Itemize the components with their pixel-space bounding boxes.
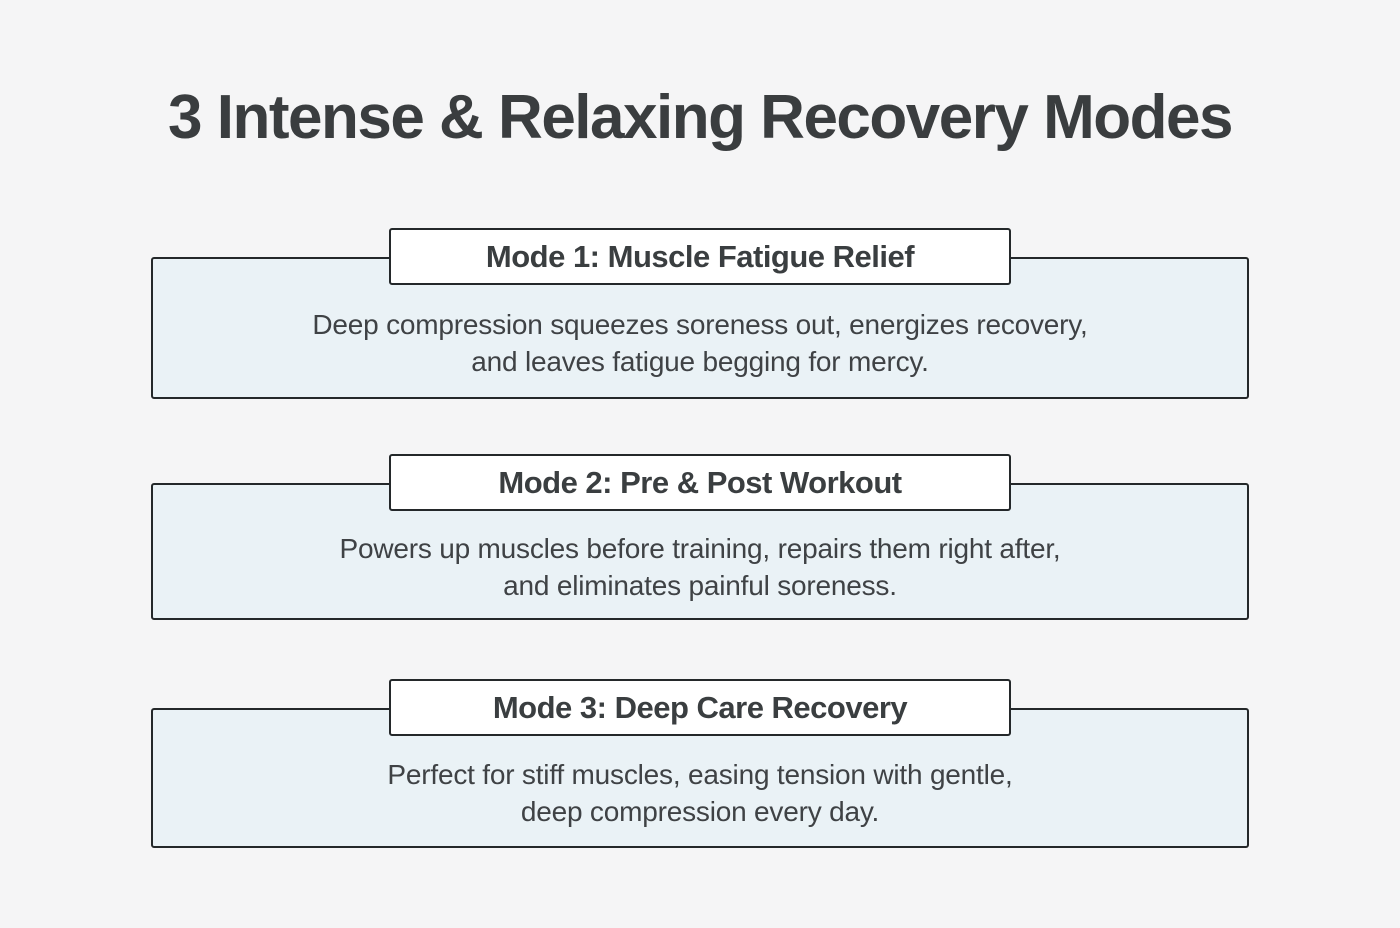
mode-2-card: Mode 2: Pre & Post Workout Powers up mus… — [151, 454, 1249, 620]
mode-3-card: Mode 3: Deep Care Recovery Perfect for s… — [151, 679, 1249, 848]
mode-1-description-line-1: Deep compression squeezes soreness out, … — [312, 309, 1088, 340]
mode-2-description-line-2: and eliminates painful soreness. — [503, 569, 897, 601]
mode-2-header: Mode 2: Pre & Post Workout — [389, 454, 1011, 511]
mode-2-description: Powers up muscles before training, repai… — [339, 530, 1060, 604]
mode-2-description-line-1: Powers up muscles before training, repai… — [339, 532, 1061, 564]
mode-1-description-line-2: and leaves fatigue begging for mercy. — [471, 346, 929, 377]
mode-3-description: Perfect for stiff muscles, easing tensio… — [387, 756, 1012, 830]
mode-1-description: Deep compression squeezes soreness out, … — [312, 306, 1087, 380]
mode-3-header: Mode 3: Deep Care Recovery — [389, 679, 1011, 736]
mode-3-description-line-2: deep compression every day. — [520, 796, 880, 827]
mode-3-description-line-1: Perfect for stiff muscles, easing tensio… — [387, 759, 1013, 790]
mode-1-header: Mode 1: Muscle Fatigue Relief — [389, 228, 1011, 285]
mode-1-card: Mode 1: Muscle Fatigue Relief Deep compr… — [151, 228, 1249, 399]
page-title: 3 Intense & Relaxing Recovery Modes — [168, 83, 1233, 152]
